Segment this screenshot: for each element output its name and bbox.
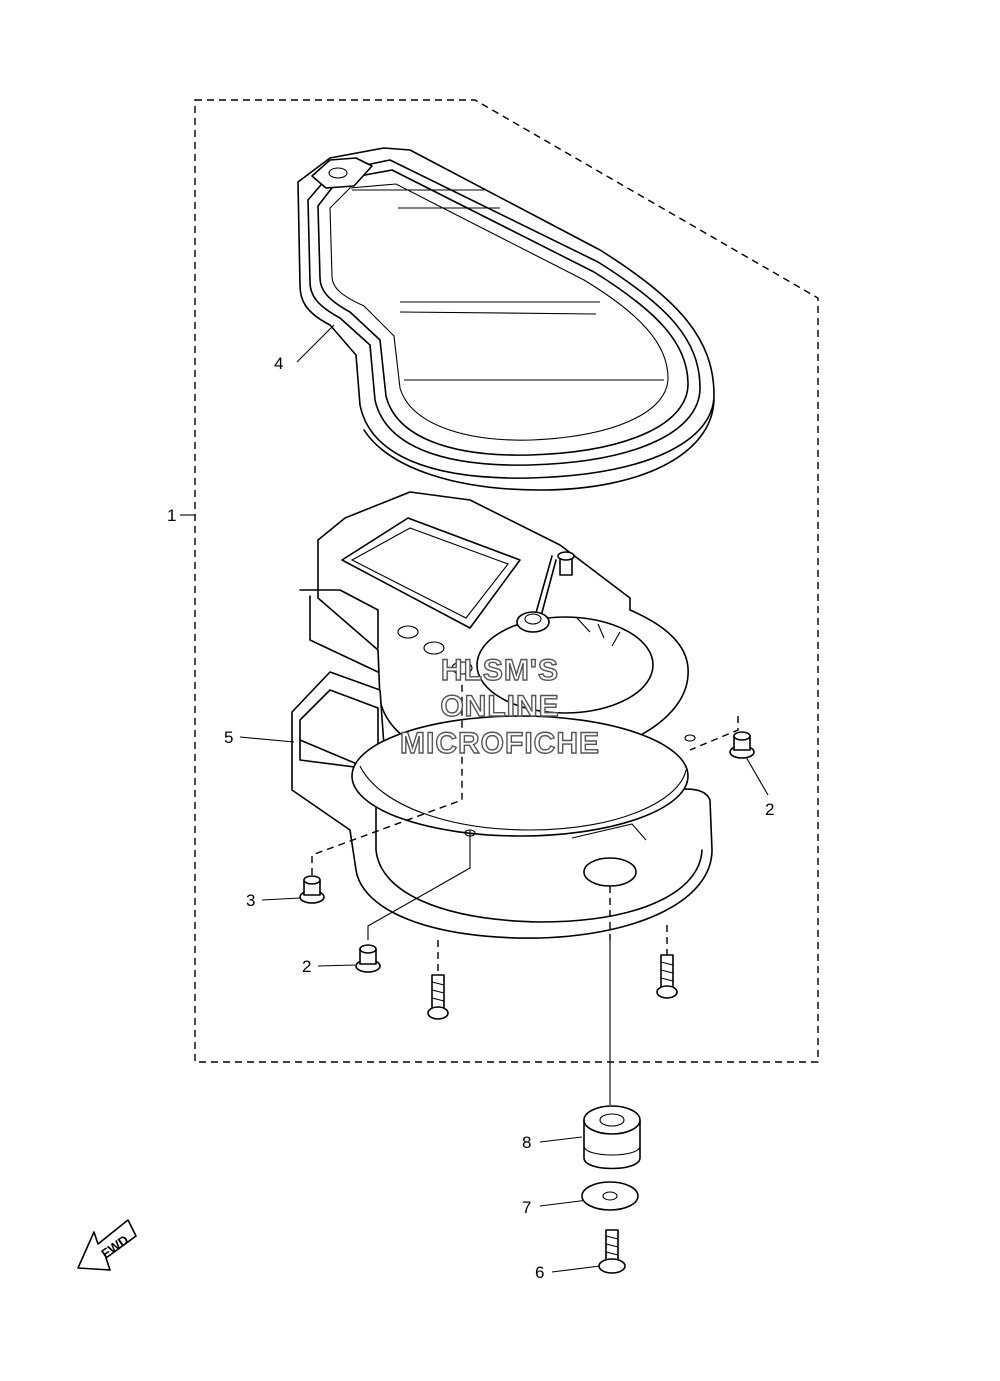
part-4-meter-cover [297,147,715,491]
leader-lines [180,324,769,1273]
callout-2-right: 2 [765,800,774,819]
case-screw-left [427,974,449,1020]
callout-2-lower: 2 [302,957,311,976]
part-3-grommet [299,875,325,904]
part-2-grommet-lower [355,944,381,973]
callout-4: 4 [274,354,283,373]
fwd-direction-badge: FWD [77,1219,137,1271]
callout-8: 8 [522,1133,531,1152]
callout-7: 7 [522,1198,531,1217]
watermark-line-2: ONLINE [440,690,559,723]
callout-1: 1 [167,506,176,525]
assembly-boundary [194,99,819,1063]
watermark-line-3: MICROFICHE [400,727,600,760]
callout-5: 5 [224,728,233,747]
part-5-meter-case [291,671,713,939]
case-screw-right [656,954,678,999]
part-8-damper [583,1105,641,1170]
watermark: HLSM'S ONLINE MICROFICHE [399,653,600,760]
callout-6: 6 [535,1263,544,1282]
part-7-washer [581,1181,639,1211]
watermark-line-1: HLSM'S [441,654,559,687]
part-2-grommet-right [729,731,755,759]
callout-3: 3 [246,891,255,910]
part-6-screw [598,1229,626,1274]
